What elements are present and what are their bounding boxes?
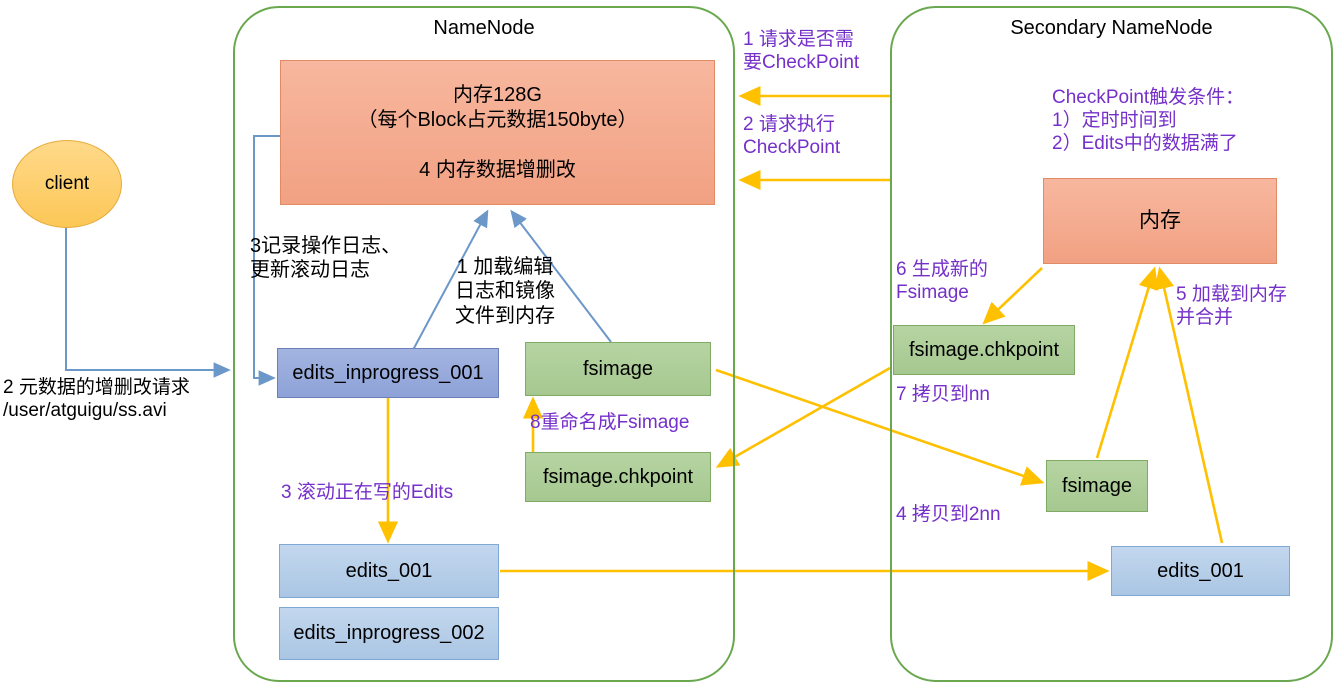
label-copy-to-2nn: 4 拷贝到2nn [896, 504, 1001, 525]
edits-inprogress-002-box[interactable]: edits_inprogress_002 [279, 607, 499, 660]
label-load-to-memory-and-merge: 5 加载到内存 并合并 [1176, 284, 1287, 329]
namenode-fsimage-box[interactable]: fsimage [525, 342, 711, 396]
secondary-edits-001-box[interactable]: edits_001 [1111, 546, 1290, 596]
label-generate-new-fsimage: 6 生成新的 Fsimage [896, 259, 988, 304]
label-roll-current-edits: 3 滚动正在写的Edits [281, 482, 454, 503]
label-copy-to-nn: 7 拷贝到nn [896, 384, 990, 405]
group-secondary-namenode [890, 6, 1333, 682]
group-namenode-title: NameNode [433, 17, 535, 39]
group-namenode [233, 6, 735, 682]
secondary-memory-box[interactable]: 内存 [1043, 178, 1277, 264]
label-request-execute-checkpoint: 2 请求执行 CheckPoint [743, 114, 841, 159]
namenode-memory-box[interactable]: 内存128G （每个Block占元数据150byte） 4 内存数据增删改 [280, 60, 715, 205]
label-record-operation-log: 3记录操作日志、 更新滚动日志 [250, 235, 402, 282]
secondary-fsimage-chkpoint-box[interactable]: fsimage.chkpoint [893, 325, 1075, 375]
namenode-fsimage-chkpoint-box[interactable]: fsimage.chkpoint [525, 452, 711, 502]
namenode-edits-001-box[interactable]: edits_001 [279, 544, 499, 598]
label-load-edits-and-image: 1 加载编辑 日志和镜像 文件到内存 [455, 256, 555, 327]
group-secondary-namenode-title: Secondary NameNode [1010, 17, 1213, 39]
label-rename-to-fsimage: 8重命名成Fsimage [530, 412, 690, 433]
label-checkpoint-trigger-conditions: CheckPoint触发条件： 1）定时时间到 2）Edits中的数据满了 [1052, 87, 1245, 155]
label-ask-if-checkpoint-needed: 1 请求是否需 要CheckPoint [743, 29, 860, 74]
edits-inprogress-001-box[interactable]: edits_inprogress_001 [277, 348, 499, 398]
label-client-metadata-request: 2 元数据的增删改请求 /user/atguigu/ss.avi [3, 377, 190, 422]
client-node[interactable]: client [12, 140, 122, 228]
secondary-fsimage-box[interactable]: fsimage [1046, 460, 1148, 512]
